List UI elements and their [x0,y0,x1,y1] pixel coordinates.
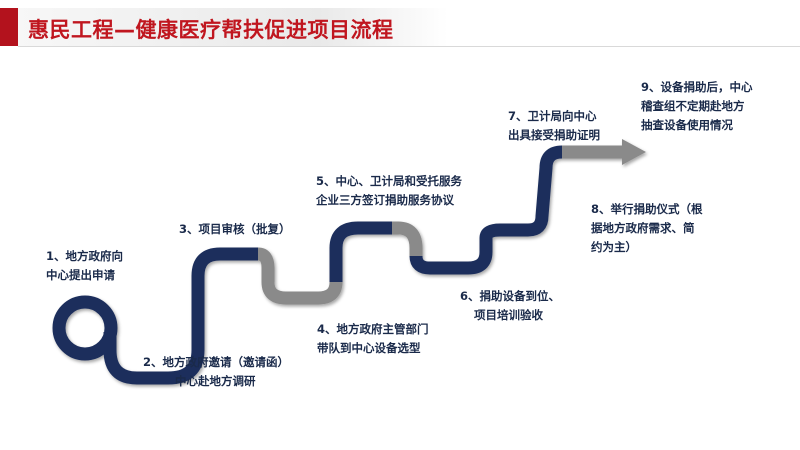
step-2-line-1: 2、地方政府邀请（邀请函） [143,355,290,369]
path-segment-3 [329,221,392,282]
step-7: 7、卫计局向中心 出具接受捐助证明 [508,107,600,145]
page-title: 惠民工程—健康医疗帮扶促进项目流程 [28,18,394,42]
path-segment-5 [409,238,493,275]
step-3: 3、项目审核（批复） [179,220,291,239]
path-segment-4 [392,221,423,256]
title-background [18,8,448,46]
step-6: 6、捐助设备到位、 项目培训验收 [460,287,560,325]
arrow-head-icon [622,139,646,165]
step-6-line-1: 6、捐助设备到位、 [460,289,561,303]
step-6-line-2: 项目培训验收 [474,308,543,322]
step-9: 9、设备捐助后，中心 稽查组不定期赴地方 抽查设备使用情况 [641,78,753,135]
step-4-line-2: 带队到中心设备选型 [317,341,421,355]
step-4-line-1: 4、地方政府主管部门 [317,322,429,336]
step-9-line-3: 抽查设备使用情况 [641,118,733,132]
path-segment-1 [103,247,258,385]
step-5-line-2: 企业三方签订捐助服务协议 [316,193,454,207]
step-9-line-1: 9、设备捐助后，中心 [641,80,753,94]
step-2-line-2: 中心赴地方调研 [175,374,256,388]
step-9-line-2: 稽查组不定期赴地方 [641,99,745,113]
step-1-line-2: 中心提出申请 [46,268,115,282]
title-bar: 惠民工程—健康医疗帮扶促进项目流程 [0,8,800,48]
title-divider [18,46,800,47]
step-1: 1、地方政府向 中心提出申请 [46,247,123,285]
step-8-line-2: 据地方政府需求、简 [591,221,695,235]
start-ring [52,295,118,361]
step-1-line-1: 1、地方政府向 [46,249,124,263]
step-8-line-3: 约为主） [591,240,637,254]
step-7-line-2: 出具接受捐助证明 [508,128,600,142]
step-4: 4、地方政府主管部门 带队到中心设备选型 [317,320,429,358]
step-3-line-1: 3、项目审核（批复） [179,222,291,236]
step-5-line-1: 5、中心、卫计局和受托服务 [316,174,463,188]
path-segment-6 [479,145,563,239]
title-accent-bar [0,8,18,46]
step-8: 8、举行捐助仪式（根 据地方政府需求、简 约为主） [591,200,703,257]
step-2: 2、地方政府邀请（邀请函） 中心赴地方调研 [143,353,289,391]
step-7-line-1: 7、卫计局向中心 [508,109,597,123]
step-8-line-1: 8、举行捐助仪式（根 [591,202,703,216]
step-5: 5、中心、卫计局和受托服务 企业三方签订捐助服务协议 [316,172,462,210]
path-segment-2 [257,247,343,305]
